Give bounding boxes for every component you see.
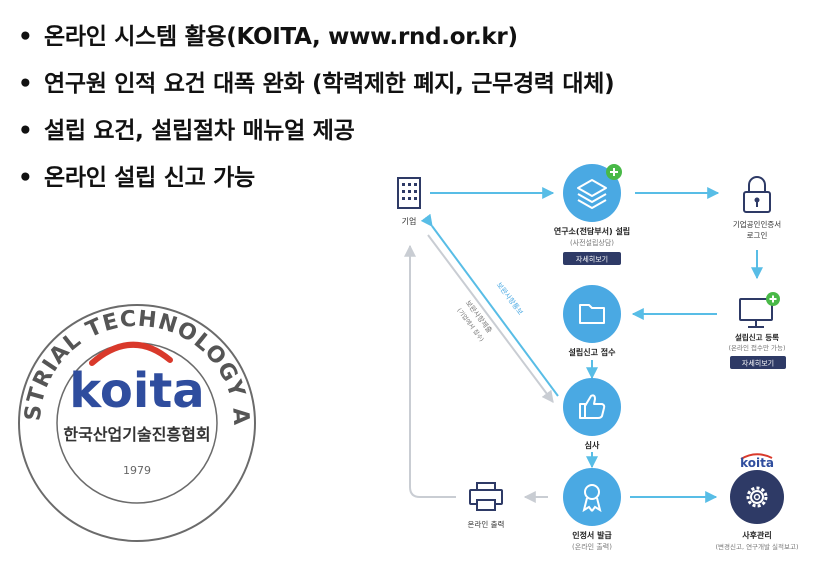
registration-label: 설립신고 등록: [735, 332, 779, 342]
seal-korean-name: 한국산업기술진흥협회: [63, 425, 210, 444]
koita-seal: KOREA INDUSTRIAL TECHNOLOGY ASSOCIATION …: [0, 0, 256, 542]
lab-setup-label: 연구소(전담부서) 설립: [554, 226, 630, 236]
post-management-node: koita 사후관리 (변경신고, 연구개발 실적보고): [715, 453, 799, 551]
award-ribbon-icon: [582, 484, 602, 513]
online-print-node: 온라인 출력: [468, 482, 505, 529]
layers-icon: [577, 179, 607, 209]
bullet-text: 온라인 설립 신고 가능: [44, 165, 255, 191]
issue-sub: (온라인 출력): [572, 542, 612, 551]
bullet-text: 온라인 시스템 활용(KOITA, www.rnd.or.kr): [44, 24, 518, 50]
gear-icon: [746, 486, 768, 508]
detail-button-label[interactable]: 자세히보기: [742, 359, 774, 368]
company-label: 기업: [402, 217, 417, 226]
detail-button[interactable]: 자세히보기: [730, 356, 786, 369]
company-node: 기업: [397, 177, 421, 226]
issue-node: 인정서 발급 (온라인 출력): [563, 468, 621, 551]
registration-node: 설립신고 등록 (온라인 접수만 가능) 자세히보기: [728, 292, 786, 369]
seal-year: 1979: [123, 464, 151, 477]
cert-login-label-2: 로그인: [747, 230, 768, 240]
post-management-sub: (변경신고, 연구개발 실적보고): [715, 542, 798, 551]
issue-label: 인정서 발급: [572, 530, 612, 540]
registration-sub: (온라인 접수만 가능): [728, 343, 785, 352]
supplement-notice-label: 보완사항통보: [495, 280, 526, 317]
review-node: 심사: [563, 378, 621, 450]
bullet-item: •온라인 설립 신고 가능: [18, 165, 255, 191]
bullet-text: 연구원 인적 요건 대폭 완화 (학력제한 폐지, 근무경력 대체): [44, 71, 615, 97]
lab-setup-node: 연구소(전담부서) 설립 (사전설립상담) 자세히보기: [554, 164, 630, 265]
receipt-label: 설립신고 접수: [569, 347, 617, 357]
bullet-item: •설립 요건, 설립절차 매뉴얼 제공: [18, 118, 355, 144]
bullet-item: •온라인 시스템 활용(KOITA, www.rnd.or.kr): [18, 24, 518, 50]
monitor-icon: [739, 298, 773, 328]
receipt-node: 설립신고 접수: [563, 285, 621, 357]
review-label: 심사: [585, 440, 600, 450]
online-print-label: 온라인 출력: [468, 519, 505, 529]
building-icon: [397, 177, 421, 209]
printer-icon: [469, 482, 503, 511]
cert-login-label: 기업공인인증서: [733, 219, 781, 229]
bullet-list: •온라인 시스템 활용(KOITA, www.rnd.or.kr) •연구원 인…: [10, 14, 615, 202]
detail-button[interactable]: 자세히보기: [563, 252, 621, 265]
koita-mark: koita: [740, 456, 774, 470]
thumbs-up-icon: [579, 394, 606, 419]
detail-button-label[interactable]: 자세히보기: [576, 255, 608, 264]
seal-logo: koita: [69, 363, 204, 419]
lab-setup-sub: (사전설립상담): [570, 238, 614, 247]
bullet-item: •연구원 인적 요건 대폭 완화 (학력제한 폐지, 근무경력 대체): [18, 71, 615, 97]
lock-icon: [743, 176, 771, 213]
post-management-label: 사후관리: [742, 530, 771, 540]
folder-icon: [579, 304, 605, 324]
bullet-text: 설립 요건, 설립절차 매뉴얼 제공: [44, 118, 355, 144]
cert-login-node: 기업공인인증서 로그인: [733, 176, 781, 240]
logo-arc: [89, 341, 173, 366]
